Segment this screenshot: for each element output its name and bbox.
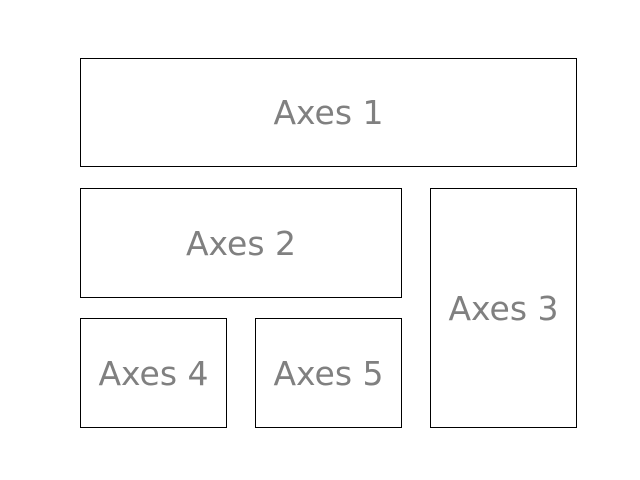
axes-5-panel: Axes 5: [255, 318, 402, 428]
axes-1-panel: Axes 1: [80, 58, 577, 167]
axes-5-label: Axes 5: [273, 353, 384, 393]
axes-4-panel: Axes 4: [80, 318, 227, 428]
axes-4-label: Axes 4: [98, 353, 209, 393]
axes-1-label: Axes 1: [273, 93, 384, 132]
axes-3-panel: Axes 3: [430, 188, 577, 428]
axes-2-label: Axes 2: [185, 223, 297, 263]
axes-3-label: Axes 3: [448, 288, 559, 328]
axes-2-panel: Axes 2: [80, 188, 402, 298]
